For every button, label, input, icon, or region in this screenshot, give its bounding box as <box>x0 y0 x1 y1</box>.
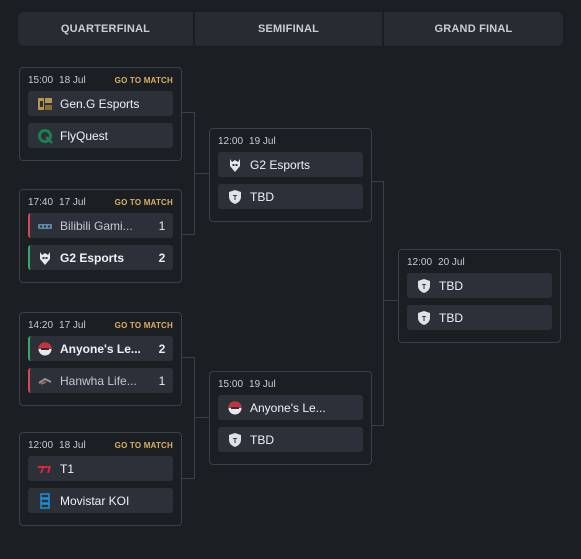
team-row[interactable]: T TBD <box>218 184 363 209</box>
match-time: 12:00 <box>218 135 244 147</box>
bilibili-logo-icon <box>37 218 53 234</box>
tbd-shield-icon: T <box>227 189 243 205</box>
sf-match-2[interactable]: 15:00 19 Jul Anyone's Le... T TBD <box>209 371 372 465</box>
team-name: Bilibili Gami... <box>60 218 133 233</box>
qf-match-3[interactable]: 14:20 17 Jul GO TO MATCH Anyone's Le... … <box>19 312 182 406</box>
match-date: 18 Jul <box>59 439 86 451</box>
team-name: TBD <box>439 310 463 325</box>
team-name: TBD <box>250 432 274 447</box>
team-name: Hanwha Life... <box>60 373 137 388</box>
team-name: TBD <box>439 278 463 293</box>
team-row[interactable]: T1 <box>28 456 173 481</box>
team-row[interactable]: T TBD <box>407 273 552 298</box>
match-time: 14:20 <box>28 319 54 331</box>
match-date: 17 Jul <box>59 319 86 331</box>
tbd-shield-icon: T <box>227 432 243 448</box>
team-row[interactable]: T TBD <box>407 305 552 330</box>
tbd-shield-icon: T <box>416 310 432 326</box>
sf-match-1[interactable]: 12:00 19 Jul G2 Esports T TBD <box>209 128 372 222</box>
go-to-match-link[interactable]: GO TO MATCH <box>114 197 173 207</box>
team-name: Movistar KOI <box>60 493 130 508</box>
match-date: 18 Jul <box>59 74 86 86</box>
go-to-match-link[interactable]: GO TO MATCH <box>114 75 173 85</box>
header-grand-final: GRAND FINAL <box>384 12 563 46</box>
team-row[interactable]: T TBD <box>218 427 363 452</box>
team-name: Anyone's Le... <box>60 341 141 356</box>
g2-logo-icon <box>227 157 243 173</box>
team-name: G2 Esports <box>60 250 125 265</box>
match-time: 12:00 <box>407 256 433 268</box>
qf-match-2[interactable]: 17:40 17 Jul GO TO MATCH Bilibili Gami..… <box>19 189 182 283</box>
team-row[interactable]: G2 Esports <box>218 152 363 177</box>
t1-logo-icon <box>37 461 53 477</box>
team-name: T1 <box>60 461 75 476</box>
team-score: 1 <box>158 373 166 388</box>
match-date: 20 Jul <box>438 256 465 268</box>
team-score: 2 <box>158 341 166 356</box>
koi-logo-icon <box>37 492 53 509</box>
anyones-legend-logo-icon <box>37 341 53 357</box>
team-row[interactable]: Anyone's Le... <box>218 395 363 420</box>
match-date: 17 Jul <box>59 196 86 208</box>
team-name: G2 Esports <box>250 157 311 172</box>
team-row[interactable]: Anyone's Le... 2 <box>28 336 173 361</box>
qf-match-1[interactable]: 15:00 18 Jul GO TO MATCH Gen.G Esports F… <box>19 67 182 161</box>
team-name: TBD <box>250 189 274 204</box>
team-row[interactable]: G2 Esports 2 <box>28 245 173 270</box>
svg-text:T: T <box>233 195 238 202</box>
match-time: 12:00 <box>28 439 54 451</box>
team-row[interactable]: FlyQuest <box>28 123 173 148</box>
team-row[interactable]: Hanwha Life... 1 <box>28 368 173 393</box>
anyones-legend-logo-icon <box>227 400 243 416</box>
go-to-match-link[interactable]: GO TO MATCH <box>114 440 173 450</box>
go-to-match-link[interactable]: GO TO MATCH <box>114 320 173 330</box>
match-time: 17:40 <box>28 196 54 208</box>
header-semifinal: SEMIFINAL <box>195 12 382 46</box>
team-row[interactable]: Movistar KOI <box>28 488 173 513</box>
team-row[interactable]: Bilibili Gami... 1 <box>28 213 173 238</box>
team-name: Anyone's Le... <box>250 400 326 415</box>
svg-text:T: T <box>233 438 238 445</box>
match-date: 19 Jul <box>249 378 276 390</box>
match-time: 15:00 <box>28 74 54 86</box>
match-date: 19 Jul <box>249 135 276 147</box>
hanwha-logo-icon <box>37 373 53 389</box>
qf-match-4[interactable]: 12:00 18 Jul GO TO MATCH T1 Movistar KOI <box>19 432 182 526</box>
svg-text:T: T <box>422 316 427 323</box>
g2-logo-icon <box>37 250 53 266</box>
flyquest-logo-icon <box>37 128 53 144</box>
team-name: Gen.G Esports <box>60 96 140 111</box>
grand-final-match[interactable]: 12:00 20 Jul T TBD T TBD <box>398 249 561 343</box>
team-name: FlyQuest <box>60 128 109 143</box>
team-score: 1 <box>158 218 166 233</box>
team-row[interactable]: Gen.G Esports <box>28 91 173 116</box>
team-score: 2 <box>158 250 166 265</box>
header-quarterfinal: QUARTERFINAL <box>18 12 193 46</box>
tbd-shield-icon: T <box>416 278 432 294</box>
geng-logo-icon <box>37 96 53 112</box>
svg-text:T: T <box>422 284 427 291</box>
match-time: 15:00 <box>218 378 244 390</box>
